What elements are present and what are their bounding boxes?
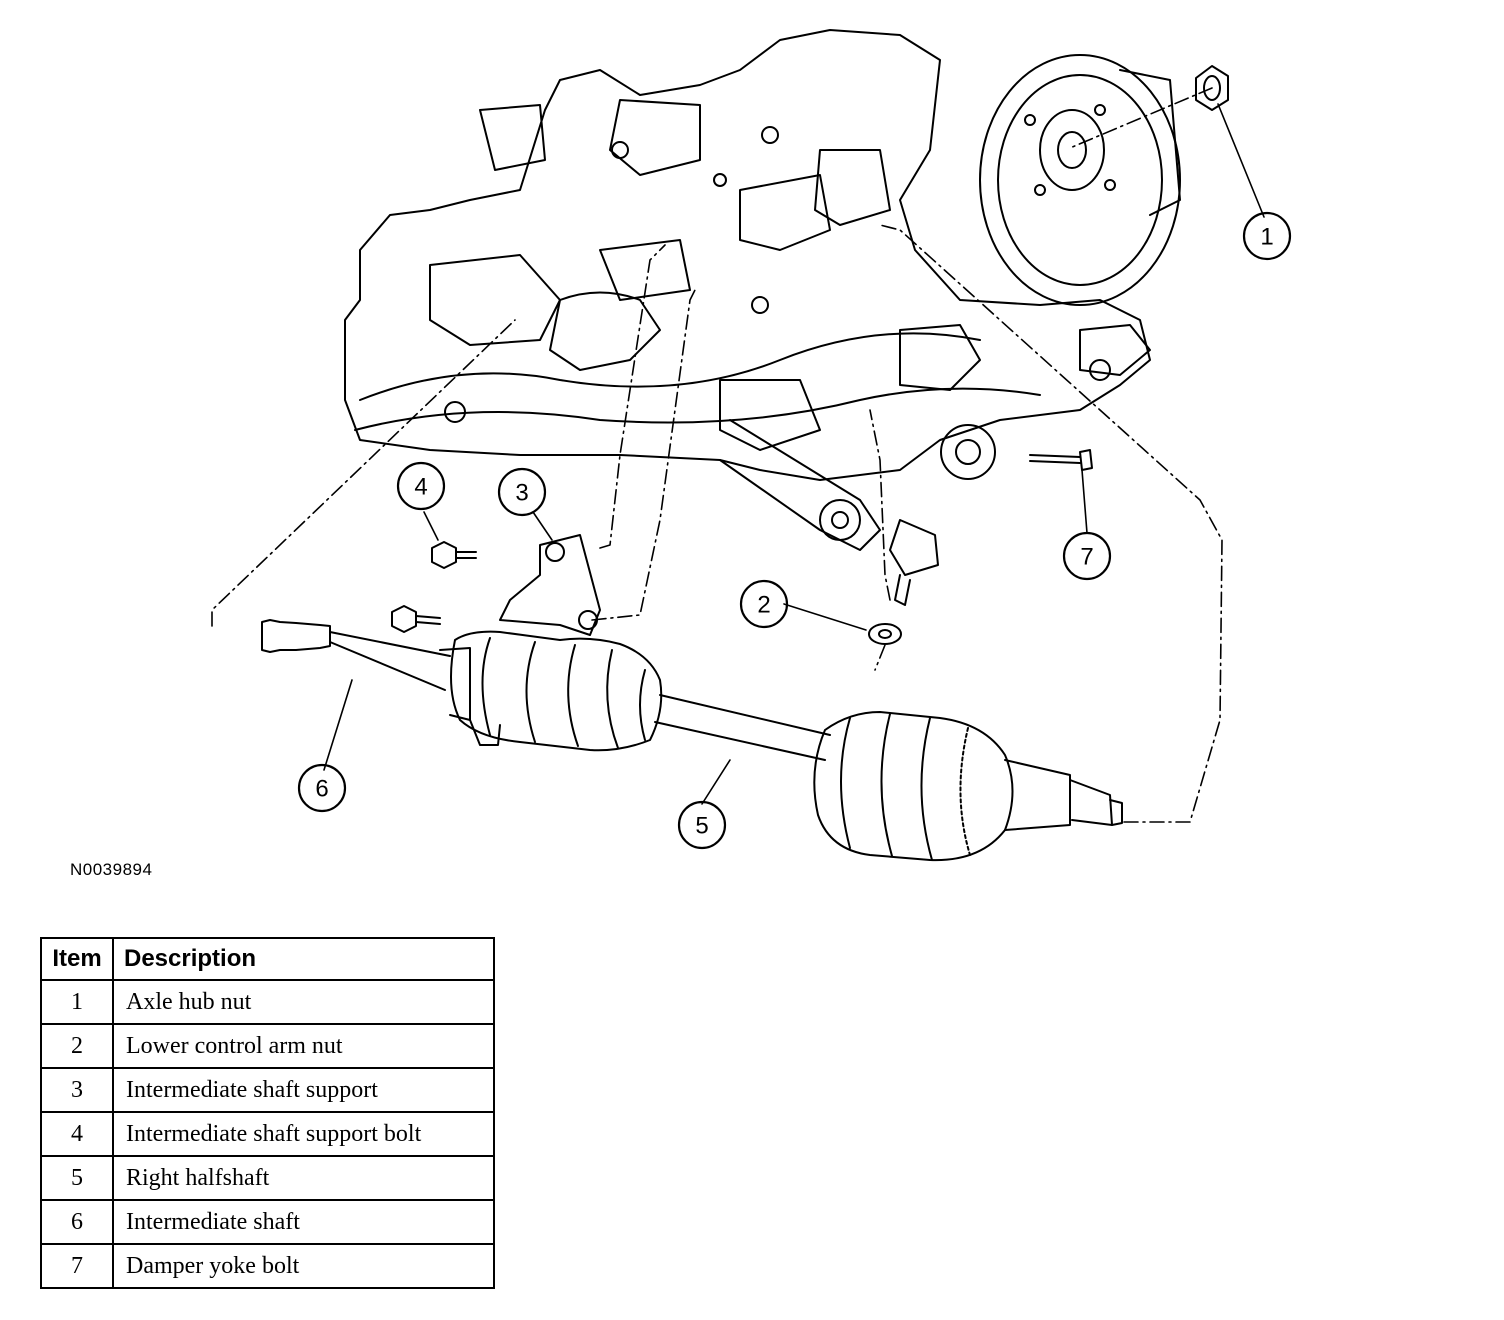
- callout-3-circle: [497, 467, 547, 517]
- legend-item-number: 3: [40, 1067, 114, 1113]
- legend-item-description: Damper yoke bolt: [112, 1243, 495, 1289]
- callout-1-circle: [1242, 211, 1292, 261]
- table-row: 7 Damper yoke bolt: [40, 1243, 495, 1289]
- callout-6-label: 6: [315, 776, 328, 803]
- leader-lines: [323, 103, 1265, 805]
- callout-5-circle: [677, 800, 727, 850]
- right-halfshaft: [654, 694, 831, 761]
- axle-hub-nut: [1195, 65, 1229, 111]
- legend-header-row: Item Description: [40, 937, 495, 981]
- callout-4-circle: [396, 461, 446, 511]
- callout-2-circle: [739, 579, 789, 629]
- intermediate-shaft: [261, 619, 501, 746]
- table-row: 4 Intermediate shaft support bolt: [40, 1111, 495, 1157]
- legend-item-description: Intermediate shaft support bolt: [112, 1111, 495, 1157]
- support-bolt-lower: [391, 605, 441, 633]
- table-row: 3 Intermediate shaft support: [40, 1067, 495, 1113]
- alignment-lines: [211, 87, 1223, 823]
- callout-4-label: 4: [414, 474, 427, 501]
- legend-item-description: Intermediate shaft support: [112, 1067, 495, 1113]
- callout-6-circle: [297, 763, 347, 813]
- legend-item-description: Axle hub nut: [112, 979, 495, 1025]
- engine-subframe-assembly: [344, 29, 1151, 606]
- callout-2-label: 2: [757, 592, 770, 619]
- callout-5-label: 5: [695, 813, 708, 840]
- legend-table: Item Description 1 Axle hub nut 2 Lower …: [40, 937, 495, 1289]
- table-row: 5 Right halfshaft: [40, 1155, 495, 1201]
- legend-item-description: Lower control arm nut: [112, 1023, 495, 1069]
- callout-3-label: 3: [515, 480, 528, 507]
- legend-item-number: 1: [40, 979, 114, 1025]
- brake-rotor-hub: [979, 54, 1181, 306]
- legend-item-number: 5: [40, 1155, 114, 1201]
- support-bolt-upper: [431, 541, 477, 569]
- legend-item-number: 2: [40, 1023, 114, 1069]
- inner-cv-boot: [450, 630, 663, 752]
- callout-7-label: 7: [1080, 544, 1093, 571]
- legend-header-description: Description: [112, 937, 495, 981]
- legend-header-item: Item: [40, 937, 114, 981]
- table-row: 2 Lower control arm nut: [40, 1023, 495, 1069]
- callout-bubbles: [297, 211, 1292, 850]
- legend-item-number: 4: [40, 1111, 114, 1157]
- legend-item-description: Right halfshaft: [112, 1155, 495, 1201]
- legend-item-number: 7: [40, 1243, 114, 1289]
- table-row: 6 Intermediate shaft: [40, 1199, 495, 1245]
- figure-id: N0039894: [70, 860, 153, 879]
- halfshaft-exploded-illustration: 1 2 3 4 5 6 7: [211, 29, 1292, 862]
- callout-7-circle: [1062, 531, 1112, 581]
- callout-1-label: 1: [1260, 224, 1273, 251]
- intermediate-shaft-support: [499, 534, 601, 636]
- table-row: 1 Axle hub nut: [40, 979, 495, 1025]
- legend-item-number: 6: [40, 1199, 114, 1245]
- damper-yoke-bolt: [1029, 449, 1093, 471]
- lower-control-arm-nut: [868, 623, 902, 645]
- legend-item-description: Intermediate shaft: [112, 1199, 495, 1245]
- outer-cv-joint: [813, 711, 1123, 862]
